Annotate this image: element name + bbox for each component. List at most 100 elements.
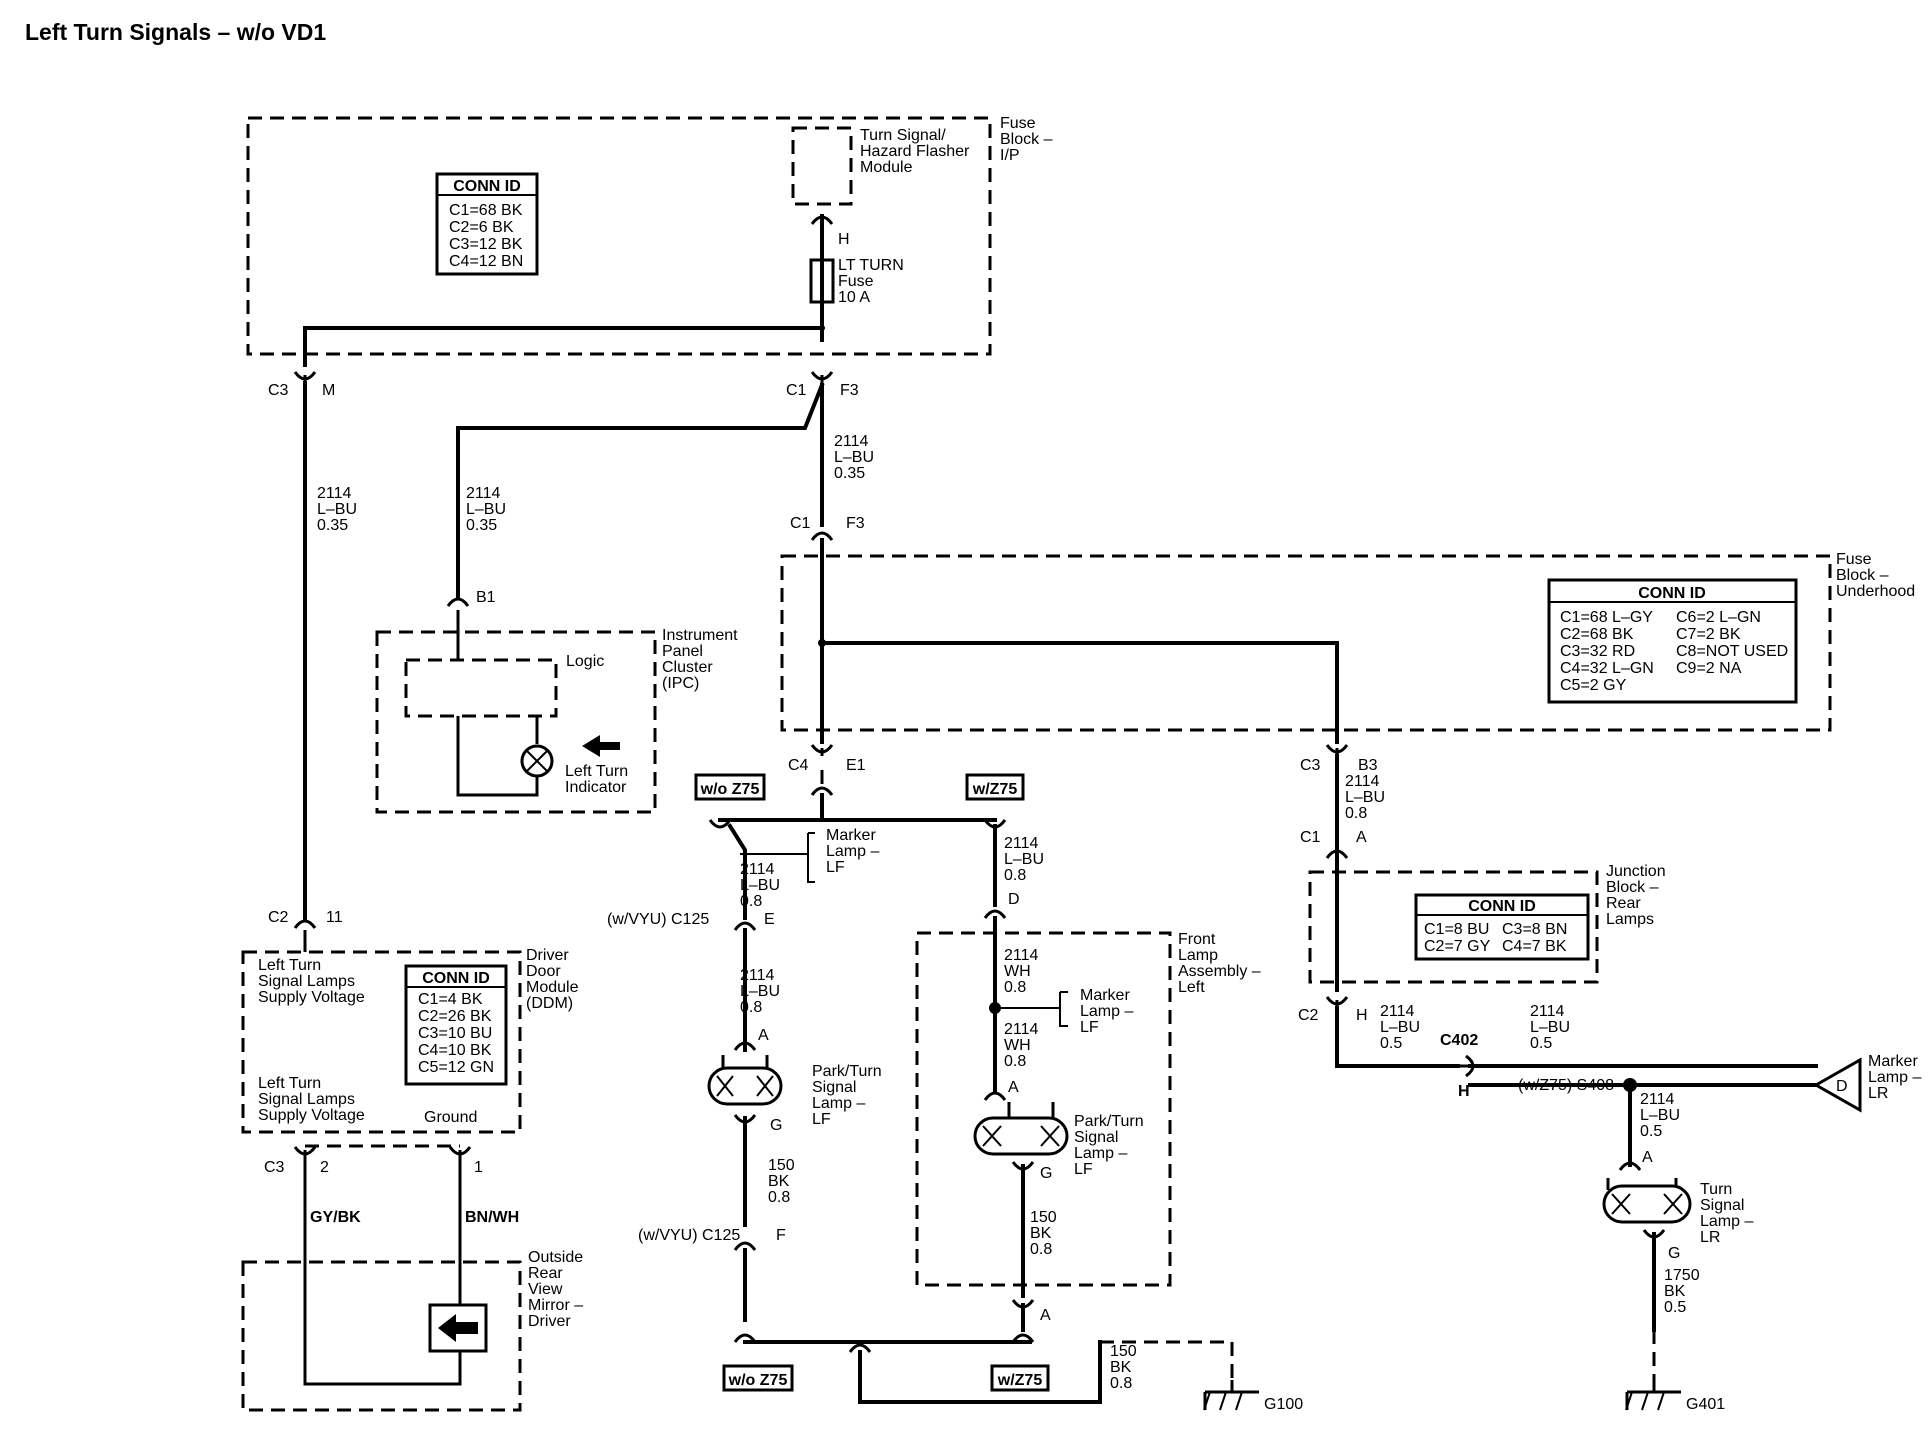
jb-conn-row-right-line: C4=7 BK bbox=[1502, 938, 1567, 955]
left-turn-indicator-label-line: Left Turn bbox=[565, 763, 628, 780]
pin-f: F bbox=[776, 1227, 786, 1244]
front-lamp-assembly-label-line: Front bbox=[1178, 931, 1216, 948]
wire-2114-rear3-line: 2114 bbox=[1530, 1003, 1565, 1020]
lt-turn-fuse-label-line: Fuse bbox=[838, 273, 874, 290]
pin-e1: E1 bbox=[846, 757, 866, 774]
ddm-pin-1: 1 bbox=[474, 1159, 483, 1176]
wire-2114-rear2-line: 0.5 bbox=[1380, 1035, 1402, 1052]
ddm-supply-bottom-line: Left Turn bbox=[258, 1075, 321, 1092]
lb-marker-lamp-label-line: Lamp – bbox=[826, 843, 879, 860]
ddm-conn-c2: C2 bbox=[268, 909, 289, 926]
jb-conn-row-right-line: C3=8 BN bbox=[1502, 921, 1567, 938]
wire-150-g100-line: 150 bbox=[1110, 1343, 1137, 1360]
ipc-label-line: Instrument bbox=[662, 627, 738, 644]
lb-lamp-label-line: LF bbox=[812, 1111, 831, 1128]
ipc-logic-label: Logic bbox=[566, 653, 604, 670]
front-lamp-assembly-label-line: Lamp bbox=[1178, 947, 1218, 964]
ddm-conn-row-line: C3=10 BU bbox=[418, 1025, 492, 1042]
conn-c3-uh: C3 bbox=[1300, 757, 1321, 774]
marker-lamp-lr-label-line: Marker bbox=[1868, 1053, 1918, 1070]
wire-2114-rear1-line: L–BU bbox=[1345, 789, 1385, 806]
wire-2114-rb2-line: 2114 bbox=[1004, 947, 1039, 964]
wire-2114-left-line: 2114 bbox=[317, 485, 352, 502]
wire-2114-ipc-line: L–BU bbox=[466, 501, 506, 518]
ddm-conn-row-line: C5=12 GN bbox=[418, 1059, 494, 1076]
wire-2114-rb3-line: 2114 bbox=[1004, 1021, 1039, 1038]
ddm-supply-top-line: Supply Voltage bbox=[258, 989, 365, 1006]
conn-c402: C402 bbox=[1440, 1032, 1478, 1049]
left-turn-indicator-label-line: Indicator bbox=[565, 779, 627, 796]
junction-block-label-line: Block – bbox=[1606, 879, 1659, 896]
rb-pin-g: G bbox=[1040, 1165, 1052, 1182]
mirror-arrow-icon bbox=[438, 1314, 478, 1342]
ipc-label-line: Panel bbox=[662, 643, 703, 660]
jb-pin-a: A bbox=[1356, 829, 1367, 846]
lb-lamp-label-line: Park/Turn bbox=[812, 1063, 882, 1080]
rb-pin-a: A bbox=[1008, 1079, 1019, 1096]
option-w-z75-top: w/Z75 bbox=[965, 773, 1025, 801]
wire-150-g100-line: 0.8 bbox=[1110, 1375, 1132, 1392]
ddm-supply-top-line: Signal Lamps bbox=[258, 973, 355, 990]
wire-2114-ipc-line: 2114 bbox=[466, 485, 501, 502]
ground-g401-label: G401 bbox=[1686, 1396, 1725, 1413]
wire-2114-lb1-line: 0.8 bbox=[740, 893, 762, 910]
rb-lamp-label-line: Lamp – bbox=[1074, 1145, 1127, 1162]
wire-1750-rear-line: 0.5 bbox=[1664, 1299, 1686, 1316]
wire-150-lb-line: BK bbox=[768, 1173, 790, 1190]
lb-park-turn-lamp bbox=[707, 1066, 783, 1106]
fbuh-conn-row-left-line: C5=2 GY bbox=[1560, 677, 1627, 694]
wire-1750-rear-line: 1750 bbox=[1664, 1267, 1700, 1284]
mirror-label-line: View bbox=[528, 1281, 563, 1298]
fuse-block-uh-label-line: Underhood bbox=[1836, 583, 1915, 600]
fuse-block-ip-label-line: Block – bbox=[1000, 131, 1053, 148]
jb-conn-row-left-line: C1=8 BU bbox=[1424, 921, 1489, 938]
ddm-pin-11: 11 bbox=[326, 909, 343, 926]
ddm-conn-c3: C3 bbox=[264, 1159, 285, 1176]
ipc-label-line: (IPC) bbox=[662, 675, 699, 692]
fbuh-conn-row-left-line: C3=32 RD bbox=[1560, 643, 1635, 660]
ground-g100-label: G100 bbox=[1264, 1396, 1303, 1413]
wire-2114-rb3-line: 0.8 bbox=[1004, 1053, 1026, 1070]
svg-text:CONN ID: CONN ID bbox=[453, 178, 521, 195]
ground-g100-symbol bbox=[1203, 1380, 1259, 1411]
wire-2114-rear2-line: 2114 bbox=[1380, 1003, 1415, 1020]
ddm-label-line: Driver bbox=[526, 947, 569, 964]
lt-turn-fuse-label-line: LT TURN bbox=[838, 257, 904, 274]
rb-pin-d: D bbox=[1008, 891, 1020, 908]
fbip-conn-row-line: C2=6 BK bbox=[449, 219, 514, 236]
fuse-block-uh-label-line: Block – bbox=[1836, 567, 1889, 584]
wire-2114-center-line: 2114 bbox=[834, 433, 869, 450]
conn-c1-uh: C1 bbox=[790, 515, 811, 532]
ddm-ground-label: Ground bbox=[424, 1109, 477, 1126]
conn-c3-ip: C3 bbox=[268, 382, 289, 399]
flasher-module-label-line: Module bbox=[860, 159, 913, 176]
mirror-label-line: Rear bbox=[528, 1265, 563, 1282]
ddm-supply-top-line: Left Turn bbox=[258, 957, 321, 974]
fbip-conn-row-line: C3=12 BK bbox=[449, 236, 523, 253]
rb-marker-lamp-label-line: LF bbox=[1080, 1019, 1099, 1036]
wire-2114-rear4-line: L–BU bbox=[1640, 1107, 1680, 1124]
mirror-label-line: Driver bbox=[528, 1313, 571, 1330]
option-w-z75-bottom: w/Z75 bbox=[990, 1364, 1050, 1392]
turn-signal-lamp-lr bbox=[1602, 1184, 1692, 1224]
wire-2114-lb2-line: L–BU bbox=[740, 983, 780, 1000]
ipc-pin-b1: B1 bbox=[476, 589, 496, 606]
wire-150-lb-line: 150 bbox=[768, 1157, 795, 1174]
junction-block-label-line: Lamps bbox=[1606, 911, 1654, 928]
wire-2114-rear4-line: 0.5 bbox=[1640, 1123, 1662, 1140]
wire-2114-rb1-line: L–BU bbox=[1004, 851, 1044, 868]
turn-signal-lamp-lr-label-line: Signal bbox=[1700, 1197, 1744, 1214]
wire-2114-center-line: L–BU bbox=[834, 449, 874, 466]
